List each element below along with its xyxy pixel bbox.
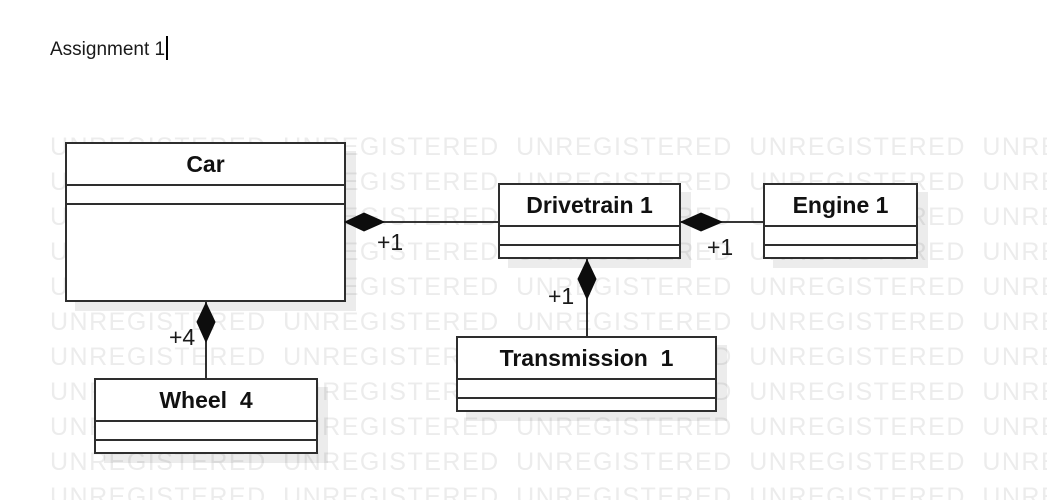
diagram-title-text: Assignment 1 [50, 39, 166, 60]
operations-compartment [500, 246, 679, 257]
watermark-row: UNREGISTERED UNREGISTERED UNREGISTERED U… [50, 483, 1047, 500]
attributes-compartment [67, 186, 344, 205]
multiplicity-label-car-wheel[interactable]: +4 [169, 324, 196, 350]
operations-compartment [765, 246, 916, 257]
class-title: Engine 1 [765, 185, 916, 227]
operations-compartment [96, 441, 316, 452]
attributes-compartment [500, 227, 679, 246]
attributes-compartment [765, 227, 916, 246]
class-title: Transmission 1 [458, 338, 715, 380]
multiplicity-label-drivetrain-engine[interactable]: +1 [707, 234, 734, 260]
diagram-title-input[interactable]: Assignment 1 [50, 36, 168, 61]
operations-compartment [67, 205, 344, 300]
attributes-compartment [96, 422, 316, 441]
class-title: Wheel 4 [96, 380, 316, 422]
multiplicity-label-car-drivetrain[interactable]: +1 [377, 229, 404, 255]
class-box-car[interactable]: Car [65, 142, 346, 302]
class-box-transmission[interactable]: Transmission 1 [456, 336, 717, 412]
class-title: Car [67, 144, 344, 186]
attributes-compartment [458, 380, 715, 399]
class-box-drivetrain[interactable]: Drivetrain 1 [498, 183, 681, 259]
operations-compartment [458, 399, 715, 410]
class-box-engine[interactable]: Engine 1 [763, 183, 918, 259]
class-title: Drivetrain 1 [500, 185, 679, 227]
multiplicity-label-drivetrain-transmission[interactable]: +1 [548, 283, 575, 309]
watermark-row: UNREGISTERED UNREGISTERED UNREGISTERED U… [50, 308, 1047, 336]
text-cursor [166, 36, 168, 60]
class-box-wheel[interactable]: Wheel 4 [94, 378, 318, 454]
